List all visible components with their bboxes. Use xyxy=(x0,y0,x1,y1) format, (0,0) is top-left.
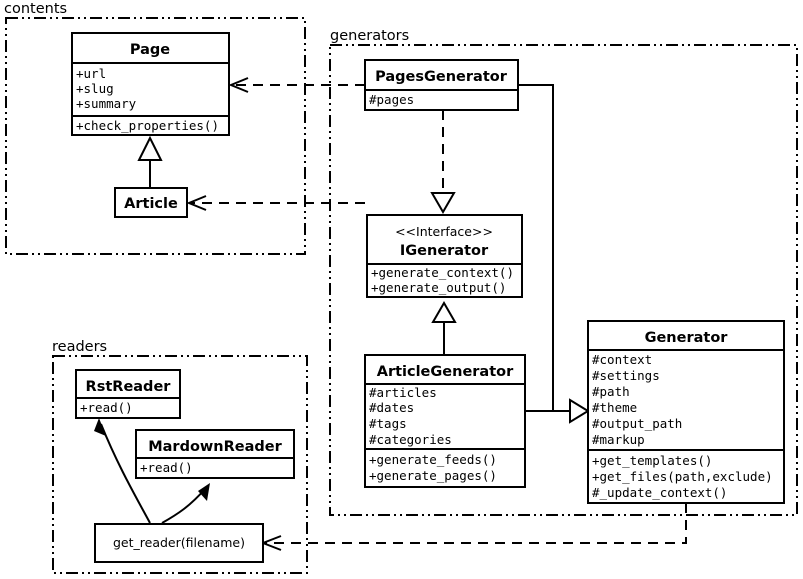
class-generator-attribute: #context xyxy=(592,352,652,367)
class-igenerator-method: +generate_context() xyxy=(371,265,514,280)
class-article-box[interactable] xyxy=(114,187,188,218)
class-article-generator-attribute: #categories xyxy=(369,432,452,447)
class-article[interactable]: Article xyxy=(114,135,188,218)
class-page-attribute: +slug xyxy=(76,81,114,96)
class-igenerator-stereotype: <<Interface>> xyxy=(395,224,493,239)
class-igenerator-name: IGenerator xyxy=(400,243,489,259)
class-article-generator-box[interactable] xyxy=(364,354,526,488)
class-generator-method: +get_files(path,exclude) xyxy=(592,469,773,484)
class-article-generator-attribute: #tags xyxy=(369,416,407,431)
class-generator-box[interactable] xyxy=(587,320,785,504)
package-contents-label: contents xyxy=(4,1,67,17)
class-generator-attribute: #markup xyxy=(592,432,645,447)
class-article-name: Article xyxy=(124,196,178,212)
class-generator-attribute: #output_path xyxy=(592,416,682,431)
function-get-reader[interactable]: get_reader(filename) xyxy=(94,418,264,563)
class-generator-attribute: #settings xyxy=(592,368,660,383)
class-mardown-reader-name: MardownReader xyxy=(148,439,282,455)
class-pages-generator-attribute: #pages xyxy=(369,92,414,107)
class-rst-reader-method: +read() xyxy=(80,400,133,415)
class-article-generator-name: ArticleGenerator xyxy=(377,364,514,380)
package-contents: contents xyxy=(4,1,306,255)
class-page-box[interactable] xyxy=(71,32,230,136)
edge-articlegenerator-inherits-igenerator xyxy=(431,301,457,355)
edge-pagesgenerator-uses-page xyxy=(228,77,365,93)
class-mardown-reader-box[interactable] xyxy=(135,429,295,479)
edge-articlegenerator-uses-article xyxy=(186,195,365,211)
edge-articlegenerator-inherits-igenerator-arrowhead xyxy=(431,301,457,323)
class-generator-attribute: #path xyxy=(592,384,630,399)
class-igenerator-method: +generate_output() xyxy=(371,280,506,295)
edge-inherits-generator-arrowhead xyxy=(569,398,590,424)
class-rst-reader[interactable]: RstReader +read() xyxy=(75,369,181,419)
class-page-method: +check_properties() xyxy=(76,118,219,133)
class-page-name: Page xyxy=(130,42,170,58)
class-mardown-reader[interactable]: MardownReader +read() xyxy=(135,429,295,479)
edge-get-reader-creates-rstreader-line xyxy=(100,423,151,524)
edge-pagesgenerator-uses-page-arrowhead xyxy=(228,77,249,93)
class-rst-reader-box[interactable] xyxy=(75,369,181,419)
function-get-reader-box[interactable] xyxy=(94,523,264,563)
class-pages-generator-box[interactable] xyxy=(364,59,519,111)
class-pages-generator-name: PagesGenerator xyxy=(375,69,508,85)
class-mardown-reader-method: +read() xyxy=(140,460,193,475)
class-generator[interactable]: Generator #context #settings #path #them… xyxy=(587,320,785,504)
edge-pagesgenerator-realizes-igenerator xyxy=(430,110,456,214)
edge-generator-uses-get-reader-line xyxy=(264,503,687,544)
edge-article-inherits-page-arrowhead xyxy=(137,135,163,161)
class-igenerator-box[interactable] xyxy=(366,214,523,298)
package-readers-boundary xyxy=(52,355,308,574)
class-page-attribute: +summary xyxy=(76,96,137,111)
class-article-generator-method: +generate_pages() xyxy=(369,468,497,483)
package-generators-label: generators xyxy=(330,28,409,44)
class-article-generator-attribute: #dates xyxy=(369,400,414,415)
edge-pagesgenerator-realizes-igenerator-arrowhead xyxy=(430,192,456,214)
class-generator-attribute: #theme xyxy=(592,400,637,415)
package-contents-boundary xyxy=(5,17,306,255)
class-page-attribute: +url xyxy=(76,66,106,81)
package-generators: generators xyxy=(329,28,798,516)
class-generator-method: #_update_context() xyxy=(592,485,727,500)
class-pages-generator[interactable]: PagesGenerator #pages xyxy=(364,59,519,111)
class-page[interactable]: Page +url +slug +summary +check_properti… xyxy=(71,32,230,136)
edge-get-reader-creates-rstreader-arrowhead xyxy=(94,418,106,436)
edge-articlegenerator-inherits-generator xyxy=(525,398,590,424)
class-article-generator[interactable]: ArticleGenerator #articles #dates #tags … xyxy=(364,354,526,488)
class-igenerator[interactable]: <<Interface>> IGenerator +generate_conte… xyxy=(366,214,523,298)
edge-articlegenerator-uses-article-arrowhead xyxy=(186,195,207,211)
class-article-generator-method: +generate_feeds() xyxy=(369,452,497,467)
edge-get-reader-creates-mardownreader-arrowhead xyxy=(198,483,210,501)
class-rst-reader-name: RstReader xyxy=(86,379,172,395)
class-generator-name: Generator xyxy=(645,330,729,346)
package-generators-boundary xyxy=(329,44,798,516)
function-get-reader-label: get_reader(filename) xyxy=(113,535,245,550)
package-readers-label: readers xyxy=(52,339,107,355)
class-generator-method: +get_templates() xyxy=(592,453,712,468)
class-article-generator-attribute: #articles xyxy=(369,385,437,400)
package-readers: readers xyxy=(52,339,308,574)
